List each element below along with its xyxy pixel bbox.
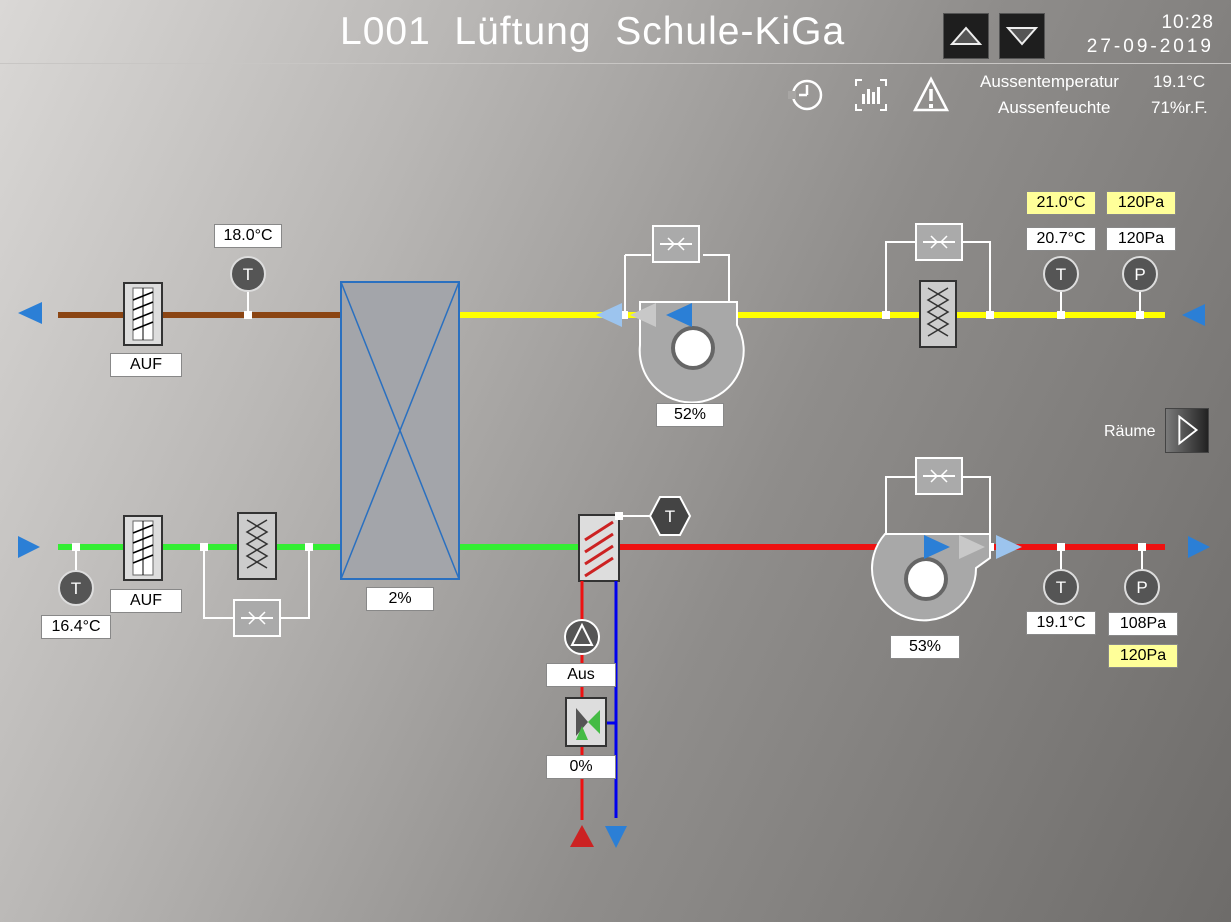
heating-coil[interactable] <box>578 514 620 582</box>
header-divider <box>0 63 1231 64</box>
supply-out-arrow-icon <box>1188 536 1210 558</box>
exhaust-out-arrow-icon <box>18 302 42 324</box>
exhaust-outlet-temp-value: 18.0°C <box>214 224 282 248</box>
page-down-button[interactable] <box>999 13 1045 59</box>
alarm-icon[interactable] <box>912 76 950 114</box>
heat-recovery-value: 2% <box>366 587 434 611</box>
supply-in-arrow-icon <box>18 536 40 558</box>
exhaust-temp-actual: 20.7°C <box>1026 227 1096 251</box>
exhaust-pressure-actual: 120Pa <box>1106 227 1176 251</box>
supply-fan-speed: 53% <box>890 635 960 659</box>
rooms-label: Räume <box>1104 423 1156 440</box>
arrow-down-icon <box>1005 27 1039 46</box>
supply-pressure-sensor[interactable] <box>1124 569 1160 605</box>
rooms-button[interactable] <box>1165 408 1209 453</box>
outdoor-temp-value: 19.1°C <box>1153 72 1206 91</box>
rooms-arrow-icon <box>1178 414 1199 446</box>
supply-temp-sensor[interactable] <box>1043 569 1079 605</box>
exhaust-bypass-damper[interactable] <box>652 225 700 263</box>
exhaust-temp-sensor[interactable] <box>1043 256 1079 292</box>
exhaust-damper[interactable] <box>123 282 163 346</box>
exhaust-in-arrow-icon <box>1182 304 1205 326</box>
supply-bypass-damper[interactable] <box>915 457 963 495</box>
heat-recovery-unit[interactable] <box>340 281 460 580</box>
exhaust-pressure-setpoint[interactable]: 120Pa <box>1106 191 1176 215</box>
exhaust-pressure-letter: P <box>1134 265 1145 284</box>
supply-temp-letter: T <box>1056 578 1066 597</box>
exhaust-fan[interactable] <box>596 301 745 404</box>
page-title: L001 Lüftung Schule-KiGa <box>340 10 846 53</box>
exhaust-temp-setpoint[interactable]: 21.0°C <box>1026 191 1096 215</box>
exhaust-damper-status: AUF <box>110 353 182 377</box>
supply-damper[interactable] <box>123 515 163 581</box>
intake-temp-sensor[interactable] <box>58 570 94 606</box>
intake-temp-letter: T <box>71 579 81 598</box>
clock-icon[interactable] <box>788 76 826 114</box>
exhaust-outlet-temp-sensor[interactable] <box>230 256 266 292</box>
outdoor-temp-label: Aussentemperatur <box>980 72 1119 91</box>
supply-filter[interactable] <box>237 512 277 580</box>
heating-valve-position: 0% <box>546 755 616 779</box>
frost-temp-sensor[interactable] <box>648 496 692 536</box>
supply-temp-actual: 19.1°C <box>1026 611 1096 635</box>
supply-filter-bypass-damper[interactable] <box>233 599 281 637</box>
exhaust-filter-bypass-damper[interactable] <box>915 223 963 261</box>
heating-pump[interactable] <box>564 619 600 655</box>
heating-valve[interactable] <box>565 697 607 747</box>
exhaust-pressure-sensor[interactable] <box>1122 256 1158 292</box>
supply-fan[interactable] <box>871 533 1022 622</box>
exhaust-temp-letter: T <box>1056 265 1066 284</box>
supply-pressure-setpoint[interactable]: 120Pa <box>1108 644 1178 668</box>
clock-time: 10:28 <box>1161 12 1214 33</box>
heating-pump-status: Aus <box>546 663 616 687</box>
supply-pressure-actual: 108Pa <box>1108 612 1178 636</box>
intake-temp-value: 16.4°C <box>41 615 111 639</box>
hot-water-arrow-icon <box>570 825 594 847</box>
return-water-arrow-icon <box>605 826 627 848</box>
supply-pressure-letter: P <box>1136 578 1147 597</box>
exhaust-filter[interactable] <box>919 280 957 348</box>
exhaust-outlet-temp-letter: T <box>243 265 253 284</box>
clock-date: 27-09-2019 <box>1086 36 1214 57</box>
outdoor-humidity-value: 71%r.F. <box>1151 98 1208 117</box>
page-up-button[interactable] <box>943 13 989 59</box>
outdoor-humidity-label: Aussenfeuchte <box>998 98 1111 117</box>
exhaust-fan-speed: 52% <box>656 403 724 427</box>
supply-damper-status: AUF <box>110 589 182 613</box>
frost-temp-letter: T <box>665 507 675 526</box>
report-icon[interactable] <box>852 76 890 114</box>
arrow-up-icon <box>949 26 983 45</box>
